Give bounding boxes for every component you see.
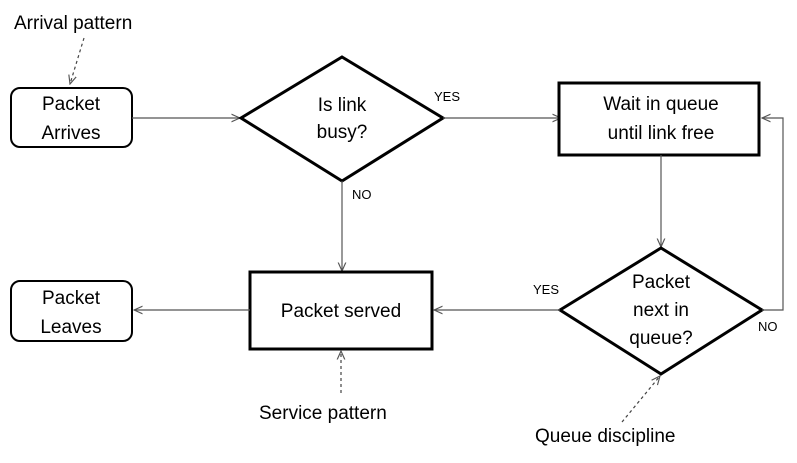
is-link-busy-diamond bbox=[238, 55, 446, 183]
packet-leaves-label-line2: Leaves bbox=[40, 317, 101, 338]
next-yes-label: YES bbox=[533, 282, 559, 297]
wait-in-queue-label-line2: until link free bbox=[608, 123, 715, 144]
packet-next-label-line1: Packet bbox=[632, 272, 691, 293]
queue-discipline-annotation: Queue discipline bbox=[535, 426, 675, 447]
queue-discipline-pointer bbox=[621, 376, 660, 423]
packet-leaves-box bbox=[10, 280, 133, 342]
arrival-pattern-pointer bbox=[70, 37, 85, 84]
packet-next-label-line2: next in bbox=[633, 300, 689, 321]
packet-next-label-line3: queue? bbox=[629, 328, 692, 349]
packet-next-in-queue-diamond bbox=[557, 246, 765, 376]
packet-served-label: Packet served bbox=[281, 301, 401, 322]
is-link-busy-label-line2: busy? bbox=[317, 122, 368, 143]
packet-arrives-label-line2: Arrives bbox=[41, 123, 100, 144]
edge-next-no-loop-to-wait bbox=[762, 118, 784, 311]
packet-arrives-label-line1: Packet bbox=[42, 94, 101, 115]
wait-in-queue-box bbox=[557, 81, 761, 157]
busy-yes-label: YES bbox=[434, 89, 460, 104]
is-link-busy-label-line1: Is link bbox=[318, 95, 367, 116]
arrival-pattern-annotation: Arrival pattern bbox=[14, 13, 132, 34]
service-pattern-annotation: Service pattern bbox=[259, 403, 387, 424]
packet-leaves-label-line1: Packet bbox=[42, 288, 101, 309]
busy-no-label: NO bbox=[352, 187, 372, 202]
next-no-label: NO bbox=[758, 319, 778, 334]
wait-in-queue-label-line1: Wait in queue bbox=[603, 94, 718, 115]
